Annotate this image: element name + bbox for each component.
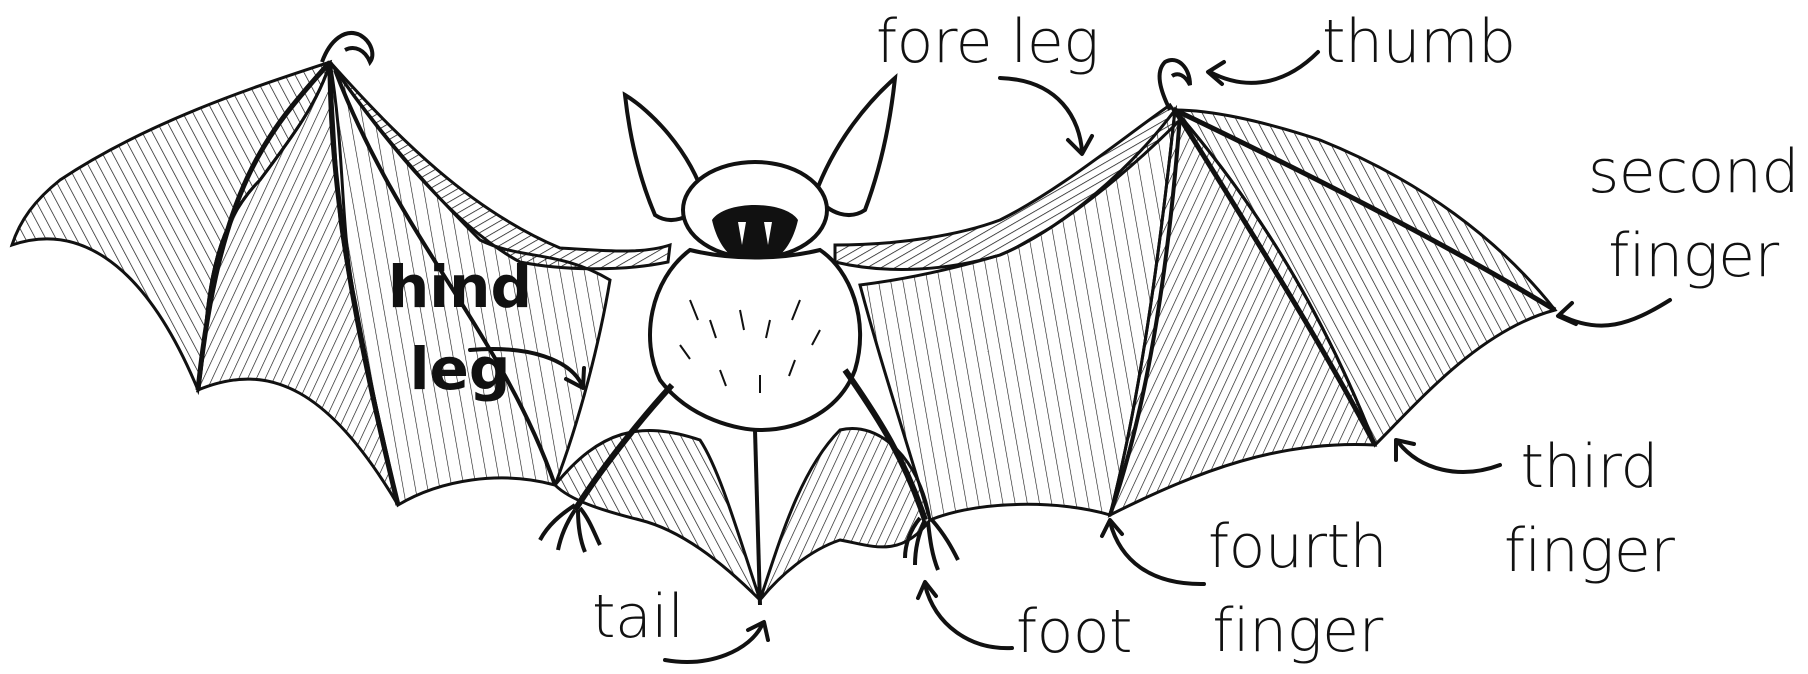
tail-bone	[755, 430, 760, 605]
right-tail-membrane	[760, 428, 930, 600]
right-thumb-claw	[1160, 60, 1190, 110]
label-foot: foot	[1016, 590, 1132, 674]
right-ear	[815, 78, 895, 215]
label-thumb: thumb	[1322, 0, 1516, 84]
third-finger-arrow	[1396, 440, 1500, 472]
foot-arrow	[918, 582, 1012, 648]
fore-leg-arrow	[1000, 78, 1092, 154]
label-fourth-finger: fourth finger	[1208, 505, 1387, 673]
label-second-finger: second finger	[1588, 130, 1799, 298]
thumb-arrow	[1208, 52, 1318, 84]
left-thumb-claw	[322, 33, 372, 62]
label-fore-leg: fore leg	[876, 0, 1099, 84]
right-foot	[905, 518, 958, 570]
label-hind-leg: hind leg	[388, 246, 532, 410]
second-finger-arrow	[1558, 300, 1670, 326]
label-third-finger: third finger	[1504, 425, 1674, 593]
left-foot	[540, 505, 600, 552]
bat-torso	[650, 250, 860, 430]
fourth-finger-arrow	[1102, 520, 1204, 584]
label-tail: tail	[592, 575, 684, 659]
